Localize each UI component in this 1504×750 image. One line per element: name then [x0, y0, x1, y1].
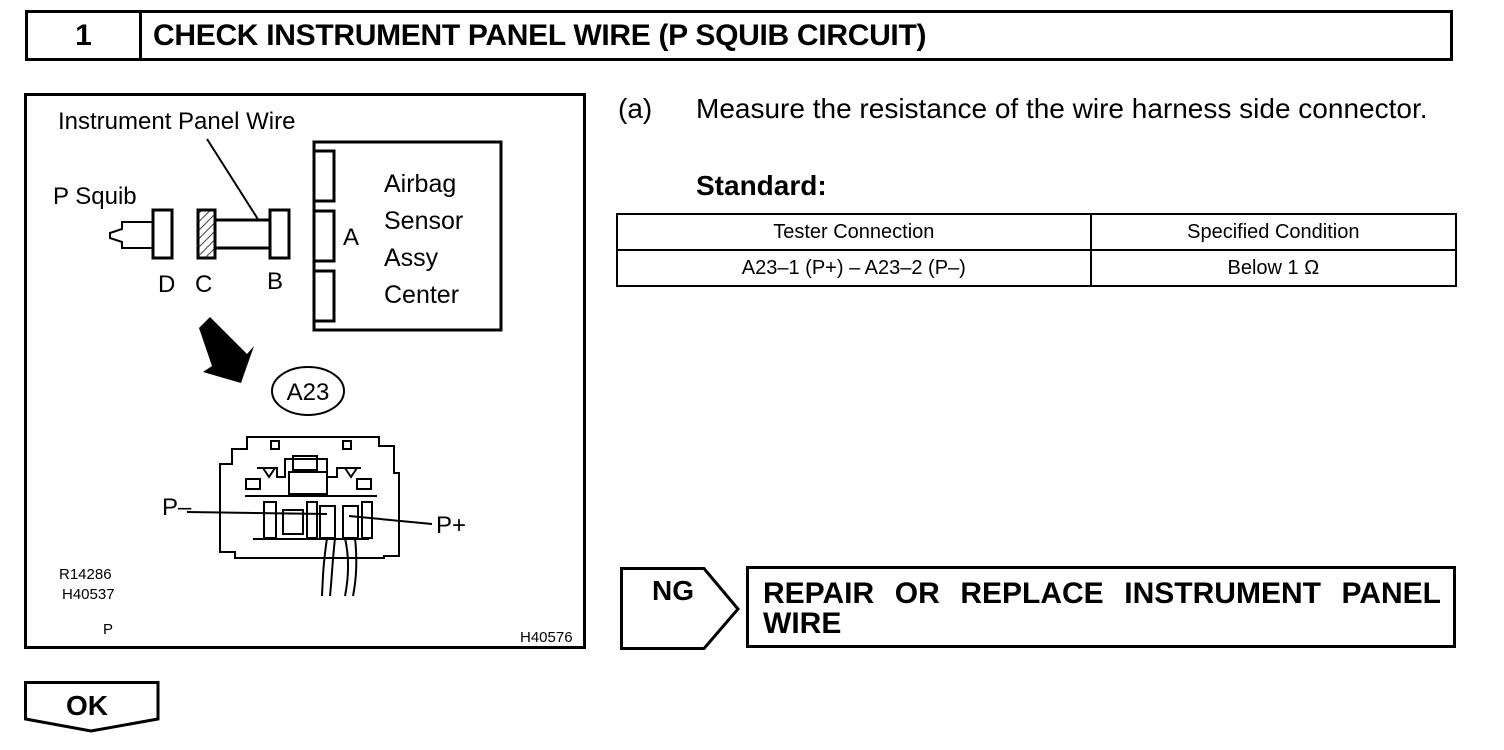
leader-p-plus: [348, 515, 433, 525]
label-p-minus: P–: [162, 494, 192, 521]
label-p-plus: P+: [436, 512, 466, 539]
connector-b: [268, 208, 291, 260]
table-header: Tester Connection: [616, 213, 1092, 251]
airbag-sensor-box: [312, 140, 503, 332]
ng-action: REPAIR OR REPLACE INSTRUMENT PANEL WIRE: [746, 566, 1456, 648]
label-assy: Assy: [384, 244, 439, 272]
wire-body: [213, 218, 272, 250]
p-squib-plug: [109, 208, 174, 260]
connector-a23-face: [219, 436, 400, 597]
table-header: Specified Condition: [1089, 213, 1458, 251]
standard-label: Standard:: [696, 170, 827, 201]
figure-code-4: H40576: [520, 629, 573, 646]
pointer-arrow: [199, 317, 254, 383]
label-p-squib: P Squib: [53, 183, 137, 210]
label-c: C: [195, 271, 212, 298]
instruction-text: Measure the resistance of the wire harne…: [696, 93, 1428, 124]
step-title: CHECK INSTRUMENT PANEL WIRE (P SQUIB CIR…: [153, 18, 927, 52]
table-cell: A23–1 (P+) – A23–2 (P–): [616, 249, 1092, 287]
ok-arrow-box: [24, 681, 160, 733]
label-b: B: [267, 268, 283, 295]
ng-arrow-box: [620, 567, 740, 650]
connector-id-oval: [271, 366, 345, 416]
table-cell: Below 1 Ω: [1089, 249, 1458, 287]
label-instrument-panel-wire: Instrument Panel Wire: [58, 108, 295, 135]
label-sensor: Sensor: [384, 207, 463, 235]
label-airbag: Airbag: [384, 170, 456, 198]
spec-table: Tester Connection Specified Condition A2…: [616, 213, 1458, 287]
step-number: 1: [28, 13, 142, 58]
label-a: A: [343, 224, 359, 251]
table-header-row: Tester Connection Specified Condition: [616, 213, 1458, 251]
ok-label: OK: [66, 690, 108, 721]
leader-line-wire: [206, 138, 262, 225]
label-center: Center: [384, 281, 459, 309]
figure-code-3: P: [103, 621, 113, 638]
label-connector-id: A23: [287, 379, 330, 406]
figure-code-1: R14286: [59, 566, 112, 583]
figure-code-2: H40537: [62, 586, 115, 603]
step-header: 1 CHECK INSTRUMENT PANEL WIRE (P SQUIB C…: [25, 10, 1453, 61]
table-row: A23–1 (P+) – A23–2 (P–) Below 1 Ω: [616, 249, 1458, 287]
connector-c: [196, 208, 217, 260]
label-d: D: [158, 271, 175, 298]
connector-diagram: Instrument Panel Wire P Squib D C B A Ai…: [24, 93, 586, 649]
ng-label: NG: [652, 575, 694, 606]
instruction-label: (a): [618, 93, 653, 124]
leader-p-minus: [186, 511, 328, 515]
diagram-svg: Instrument Panel Wire P Squib D C B A Ai…: [53, 108, 573, 646]
